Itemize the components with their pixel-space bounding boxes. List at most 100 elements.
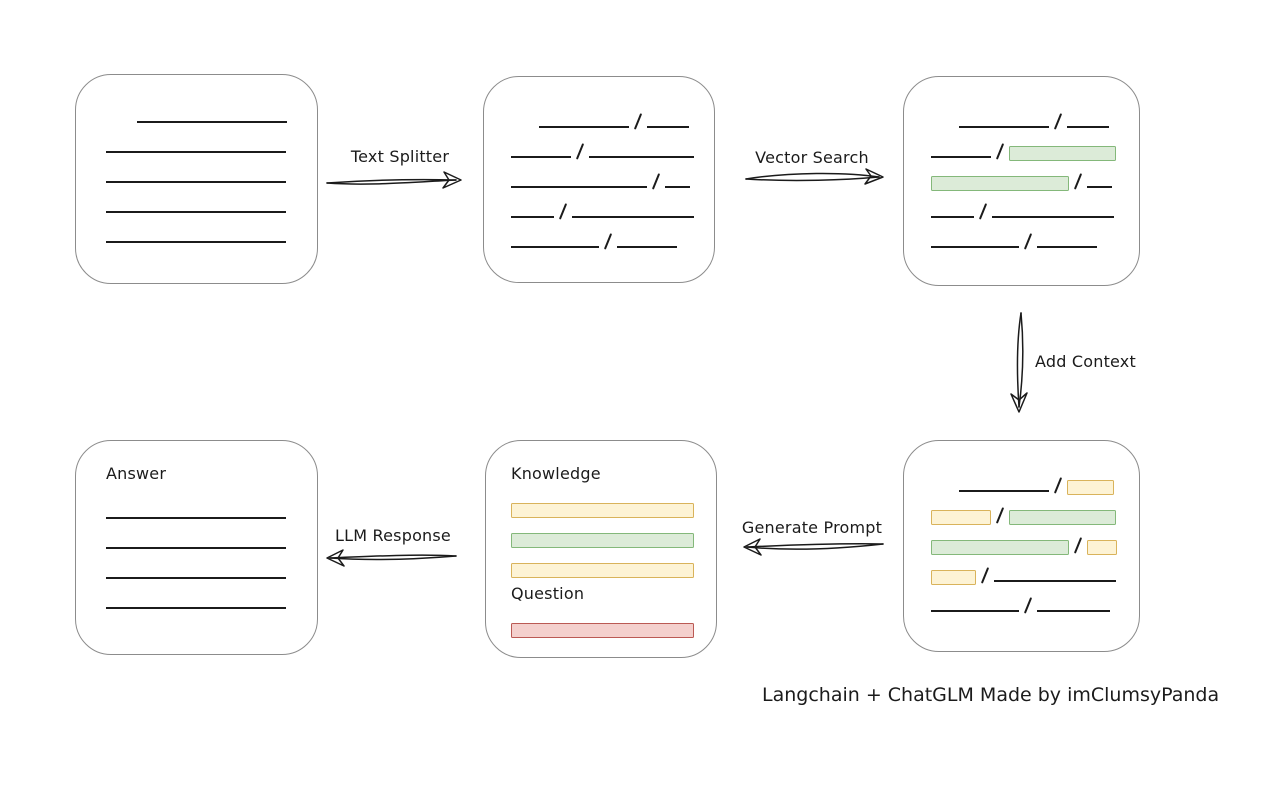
text-line (539, 126, 629, 128)
text-line (511, 186, 647, 188)
text-line (647, 126, 690, 128)
text-line (1037, 610, 1111, 612)
prompt-box: Knowledge Question (485, 440, 717, 658)
green-highlight-chip (1009, 146, 1117, 161)
green-highlight-chip (1009, 510, 1117, 525)
question-bar (511, 605, 716, 638)
text-line (931, 216, 974, 218)
text-line (572, 216, 695, 218)
context-chunks-lines (904, 441, 1139, 614)
red-highlight-chip (511, 623, 694, 638)
text-line (137, 121, 287, 123)
text-line (511, 156, 571, 158)
diagram-row (106, 153, 317, 183)
split-chunks-lines (484, 77, 714, 250)
vector-search-arrow (745, 168, 884, 185)
slash-separator (1023, 233, 1033, 250)
text-line (106, 211, 286, 213)
diagram-row (931, 552, 1139, 585)
green-highlight-chip (931, 176, 1069, 191)
answer-box: Answer (75, 440, 318, 655)
text-line (106, 577, 286, 579)
knowledge-label: Knowledge (511, 464, 601, 483)
yellow-highlight-chip (511, 503, 694, 518)
text-line (1087, 186, 1113, 188)
diagram-row (511, 485, 716, 518)
text-line (931, 156, 991, 158)
text-splitter-arrow (326, 171, 462, 189)
llm-response-label: LLM Response (335, 526, 451, 545)
text-line (106, 151, 286, 153)
llm-response-arrow (326, 549, 457, 567)
diagram-row (511, 98, 714, 130)
answer-label: Answer (106, 464, 167, 483)
text-line (959, 490, 1049, 492)
diagram-row (511, 188, 714, 220)
add-context-arrow (1010, 312, 1028, 413)
document-box (75, 74, 318, 284)
diagram-row (106, 489, 317, 519)
diagram-row (511, 128, 714, 160)
diagram-row (931, 188, 1139, 220)
context-chunks-box (903, 440, 1140, 652)
text-line (992, 216, 1115, 218)
text-line (1067, 126, 1110, 128)
diagram-row (931, 218, 1139, 250)
text-line (994, 580, 1117, 582)
diagram-row (106, 213, 317, 243)
text-line (617, 246, 678, 248)
text-line (931, 610, 1019, 612)
yellow-highlight-chip (931, 510, 991, 525)
text-line (959, 126, 1049, 128)
diagram-row (931, 582, 1139, 614)
yellow-highlight-chip (511, 563, 694, 578)
text-line (589, 156, 695, 158)
slash-separator (603, 233, 613, 250)
slash-separator (1023, 597, 1033, 614)
diagram-row (106, 519, 317, 549)
text-line (1037, 246, 1098, 248)
text-line (511, 246, 599, 248)
retrieved-chunks-box (903, 76, 1140, 286)
text-splitter-label: Text Splitter (350, 147, 450, 166)
yellow-highlight-chip (1067, 480, 1115, 495)
diagram-row (511, 605, 716, 638)
diagram-row (106, 123, 317, 153)
yellow-highlight-chip (1087, 540, 1118, 555)
diagram-row (106, 549, 317, 579)
text-line (106, 181, 286, 183)
diagram-row (931, 158, 1139, 191)
yellow-highlight-chip (931, 570, 976, 585)
diagram-row (511, 545, 716, 578)
diagram-row (931, 128, 1139, 161)
add-context-label: Add Context (1035, 352, 1136, 371)
text-line (931, 246, 1019, 248)
text-line (106, 547, 286, 549)
generate-prompt-arrow (743, 538, 884, 556)
text-line (665, 186, 691, 188)
diagram-row (931, 522, 1139, 555)
retrieved-chunks-lines (904, 77, 1139, 250)
text-line (106, 517, 286, 519)
question-label: Question (511, 584, 585, 603)
answer-lines (76, 485, 317, 609)
green-highlight-chip (931, 540, 1069, 555)
diagram-row (511, 515, 716, 548)
diagram-row (931, 492, 1139, 525)
footer-credit: Langchain + ChatGLM Made by imClumsyPand… (762, 684, 1220, 706)
text-line (106, 241, 286, 243)
text-line (106, 607, 286, 609)
document-lines (76, 75, 317, 243)
diagram-row (511, 218, 714, 250)
generate-prompt-label: Generate Prompt (741, 518, 883, 537)
diagram-row (511, 158, 714, 190)
diagram-row (106, 93, 317, 123)
text-line (511, 216, 554, 218)
green-highlight-chip (511, 533, 694, 548)
diagram-row (106, 183, 317, 213)
diagram-row (931, 462, 1139, 495)
diagram-row (106, 579, 317, 609)
diagram-row (931, 98, 1139, 130)
split-chunks-box (483, 76, 715, 283)
